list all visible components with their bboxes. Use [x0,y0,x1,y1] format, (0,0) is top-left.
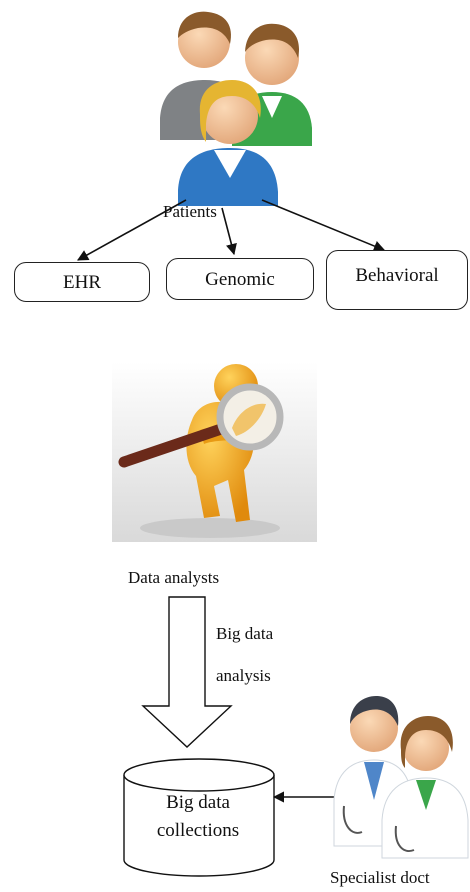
patients-icon [160,11,312,206]
specialist-doctors-label: Specialist doct [330,868,430,887]
data-analyst-icon [112,362,317,542]
source-box-behavioral: Behavioral [326,250,468,310]
source-label-behavioral: Behavioral [355,265,439,286]
source-box-ehr: EHR [14,262,150,302]
specialist-doctors-icon [333,696,469,859]
arrow-patients-genomic [221,207,237,256]
source-box-genomic: Genomic [166,258,314,300]
arrow-patients-behavioral [261,199,386,252]
big-data-collections-cylinder [123,758,275,877]
big-data-analysis-label-line2: analysis [216,666,271,685]
big-data-collections-label-line2: collections [156,820,240,841]
big-data-analysis-arrow [141,596,233,748]
big-data-collections-label-line1: Big data [166,792,230,813]
big-data-analysis-label-line1: Big data [216,624,274,643]
arrow-patients-ehr [77,199,187,261]
source-label-genomic: Genomic [205,269,275,290]
source-label-ehr: EHR [63,272,101,293]
patients-label: Patients [163,202,217,221]
data-analysts-label: Data analysts [128,568,220,587]
